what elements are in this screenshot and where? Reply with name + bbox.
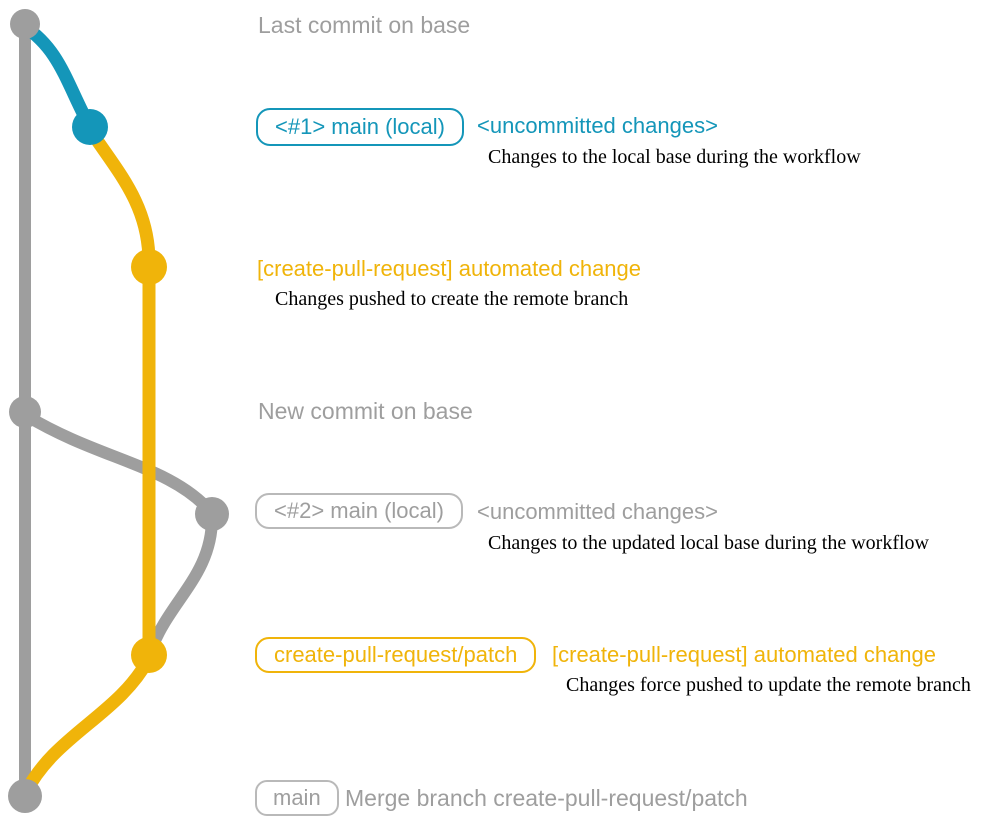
- rebase-curve: [145, 517, 218, 653]
- branch-tag-main-1: <#1> main (local): [256, 108, 464, 146]
- merge-branch-label: Merge branch create-pull-request/patch: [345, 785, 748, 811]
- commit-new-on-base: [9, 396, 41, 428]
- merge-curve: [20, 656, 154, 796]
- description-local-base: Changes to the local base during the wor…: [488, 146, 861, 168]
- description-pushed-create: Changes pushed to create the remote bran…: [275, 288, 629, 310]
- branch-tag-main-final: main: [255, 780, 339, 816]
- commit-local-main-1: [72, 109, 108, 145]
- patch-branch-curve: [84, 126, 156, 263]
- branch-tag-patch: create-pull-request/patch: [255, 637, 537, 673]
- commit-automated-change-1: [131, 249, 167, 285]
- description-force-pushed: Changes force pushed to update the remot…: [566, 674, 971, 696]
- branch-tag-main-2: <#2> main (local): [255, 493, 463, 529]
- local-main-branch-curve: [20, 20, 96, 131]
- commit-local-main-2: [195, 497, 229, 531]
- automated-change-label-1: [create-pull-request] automated change: [257, 256, 642, 281]
- last-commit-label: Last commit on base: [258, 12, 471, 38]
- uncommitted-changes-1: <uncommitted changes>: [477, 113, 718, 138]
- uncommitted-changes-2: <uncommitted changes>: [477, 499, 718, 524]
- base-diverge-curve: [23, 410, 216, 517]
- automated-change-label-2: [create-pull-request] automated change: [552, 642, 937, 667]
- commit-automated-change-2: [131, 637, 167, 673]
- commit-merge: [8, 779, 42, 813]
- new-commit-label: New commit on base: [258, 398, 473, 424]
- commit-last-on-base: [10, 9, 40, 39]
- description-updated-base: Changes to the updated local base during…: [488, 532, 929, 554]
